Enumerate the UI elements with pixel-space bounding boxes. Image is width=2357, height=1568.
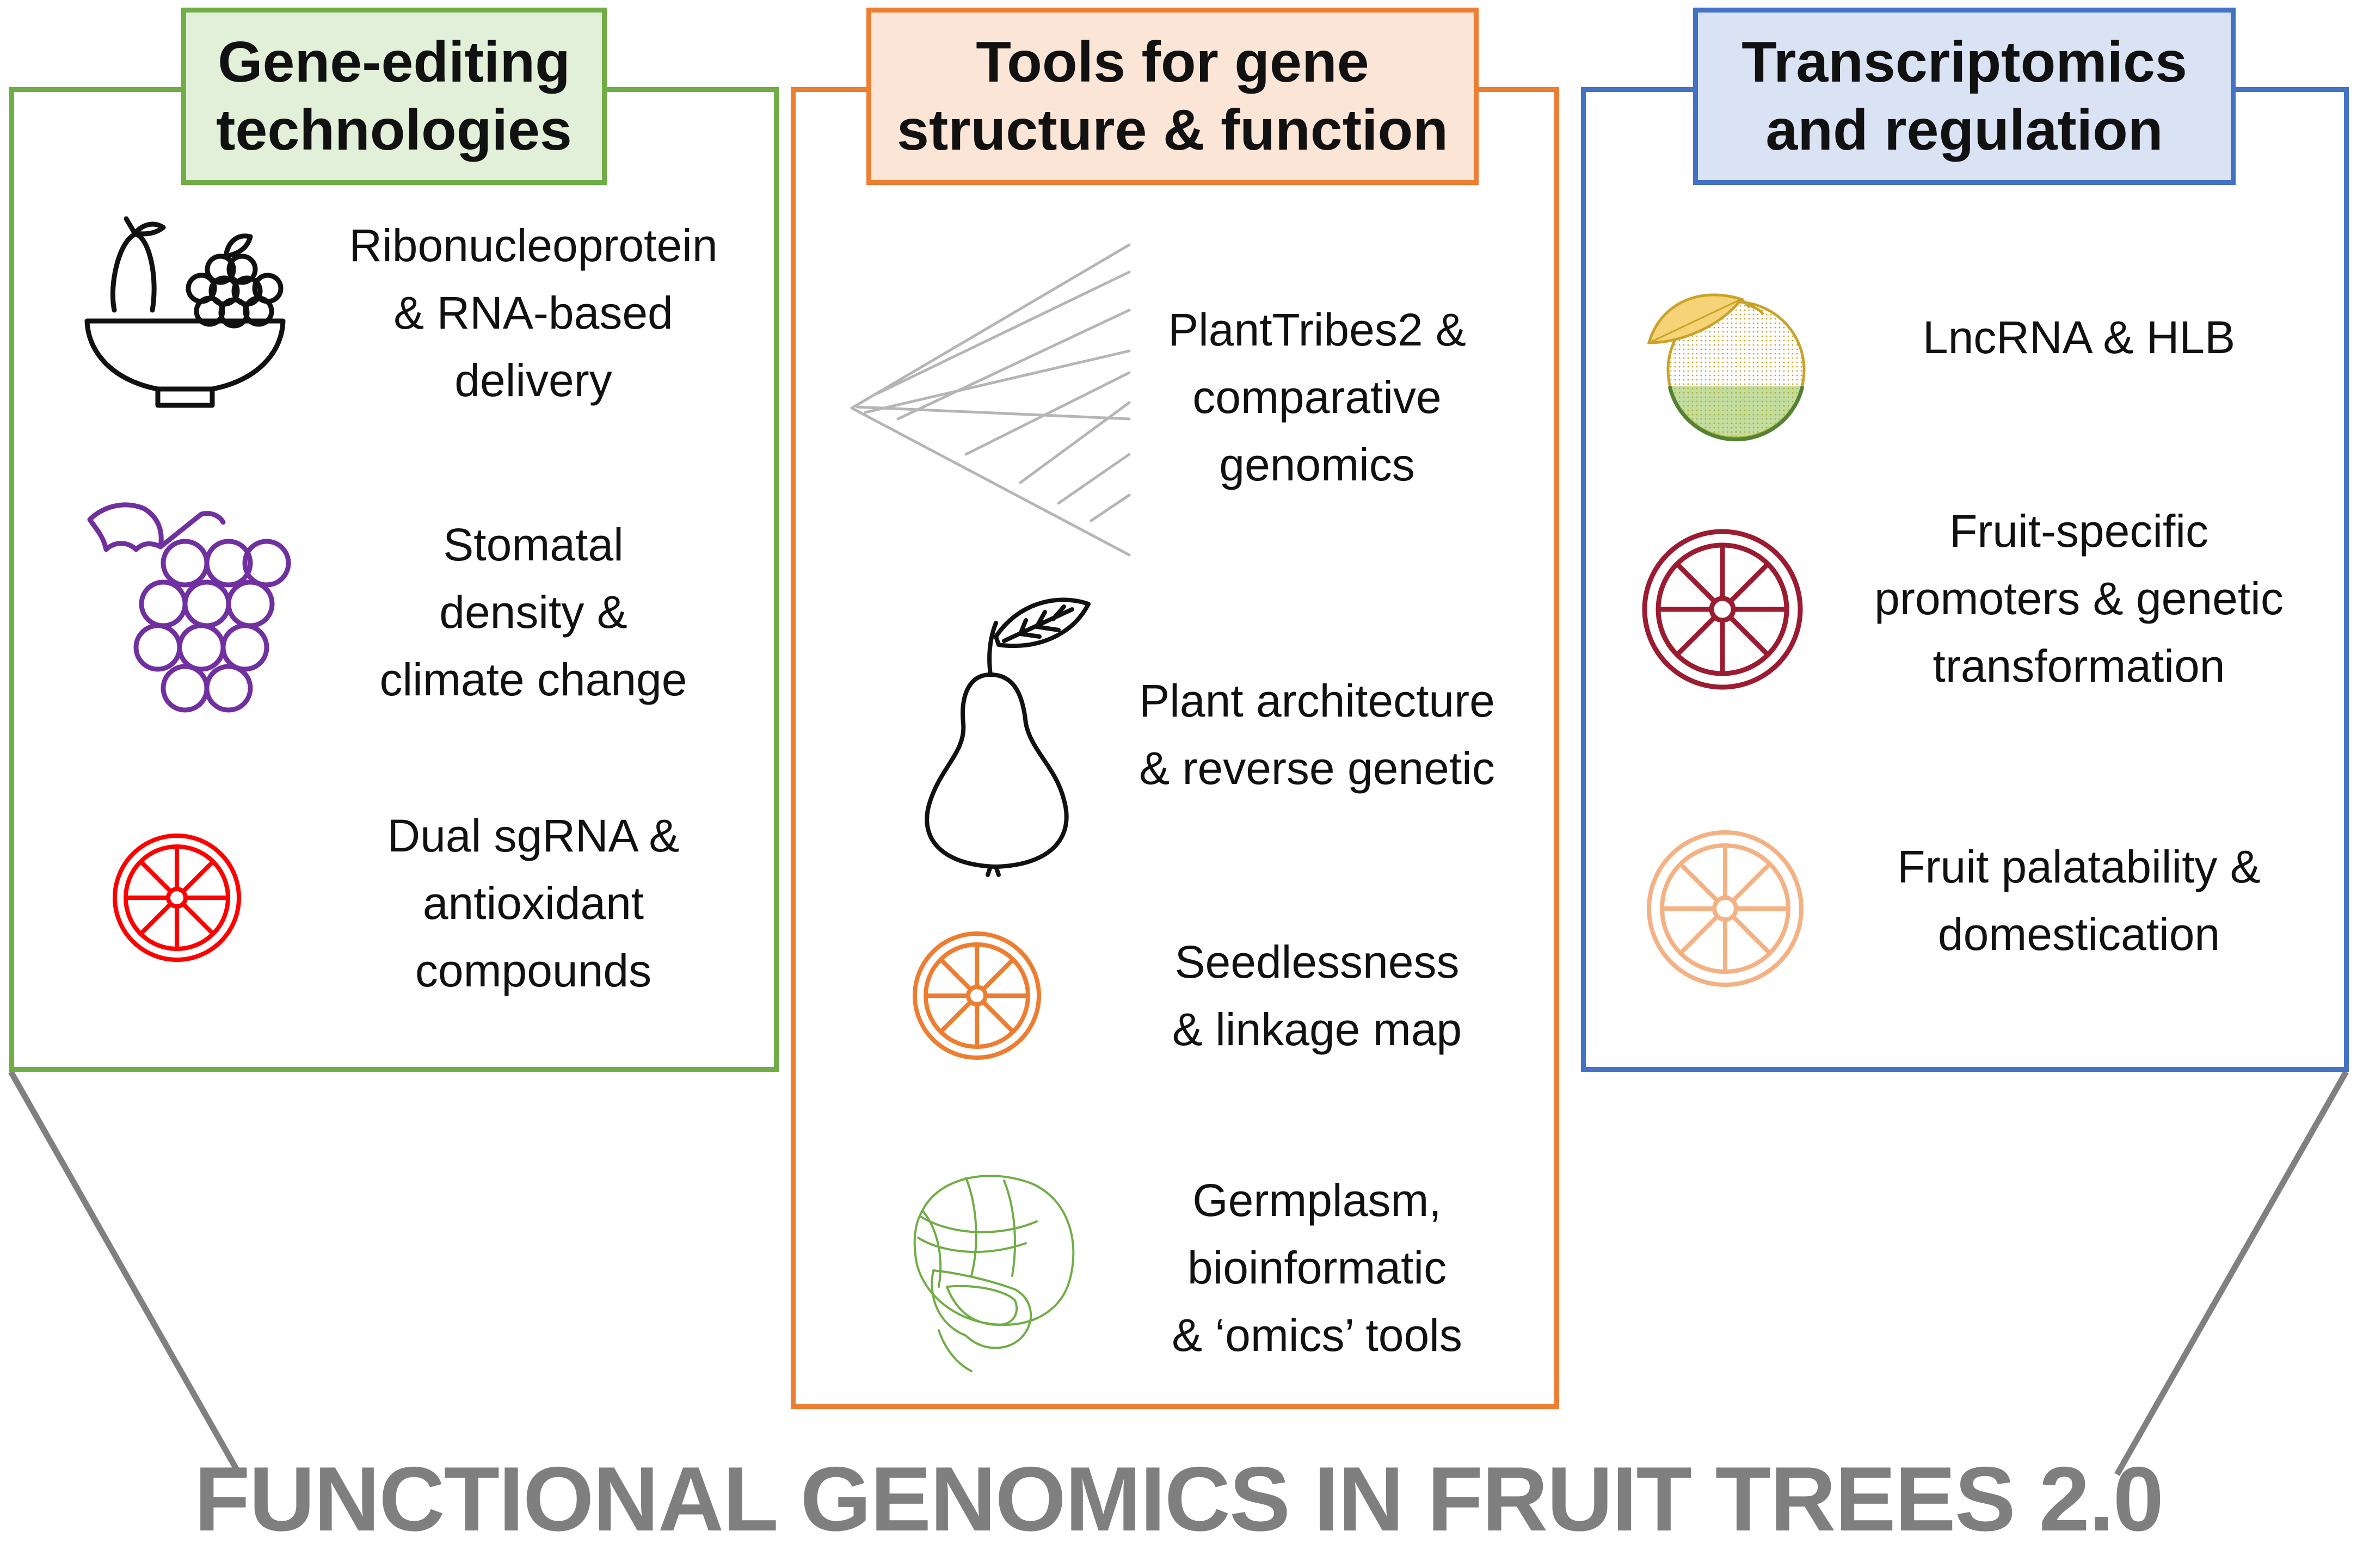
right-connector-line	[2114, 1070, 2349, 1476]
label-fruit-specific-promoters: Fruit-specific promoters & genetic trans…	[1874, 505, 2284, 692]
label-germplasm: Germplasm, bioinformatic & ‘omics’ tools	[1172, 1174, 1462, 1361]
tools-header: Tools for gene structure & function	[866, 8, 1479, 185]
phylogenetic-tree-icon	[850, 243, 1131, 557]
label-stomatal-density: Stomatal density & climate change	[379, 518, 687, 706]
label-dual-sgrna: Dual sgRNA & antioxidant compounds	[387, 810, 680, 997]
grapes-icon	[87, 502, 291, 713]
orange-slice-icon	[913, 931, 1041, 1060]
pear-icon	[925, 597, 1091, 877]
label-lncrna-hlb: LncRNA & HLB	[1922, 311, 2236, 363]
citrus-slice-icon	[113, 834, 241, 962]
footer-title: FUNCTIONAL GENOMICS IN FRUIT TREES 2.0	[194, 1447, 2164, 1550]
label-plant-architecture: Plant architecture & reverse genetic	[1139, 675, 1495, 794]
transcriptomics-header: Transcriptomics and regulation	[1693, 8, 2236, 185]
fruit-bowl-icon	[84, 216, 286, 408]
gene-editing-header: Gene-editing technologies	[181, 8, 607, 185]
tools-panel	[791, 87, 1559, 1409]
label-planttribes2: PlantTribes2 & comparative genomics	[1168, 304, 1466, 491]
citrus-fruit-icon	[1647, 293, 1806, 442]
left-connector-line	[8, 1070, 242, 1476]
peach-slice-icon	[1647, 830, 1804, 987]
blood-orange-slice-icon	[1642, 529, 1803, 690]
label-rnp-delivery: Ribonucleoprotein & RNA-based delivery	[349, 219, 718, 406]
hazelnut-icon	[913, 1175, 1075, 1372]
label-seedlessness: Seedlessness & linkage map	[1172, 936, 1462, 1055]
label-fruit-palatability: Fruit palatability & domestication	[1897, 841, 2261, 960]
